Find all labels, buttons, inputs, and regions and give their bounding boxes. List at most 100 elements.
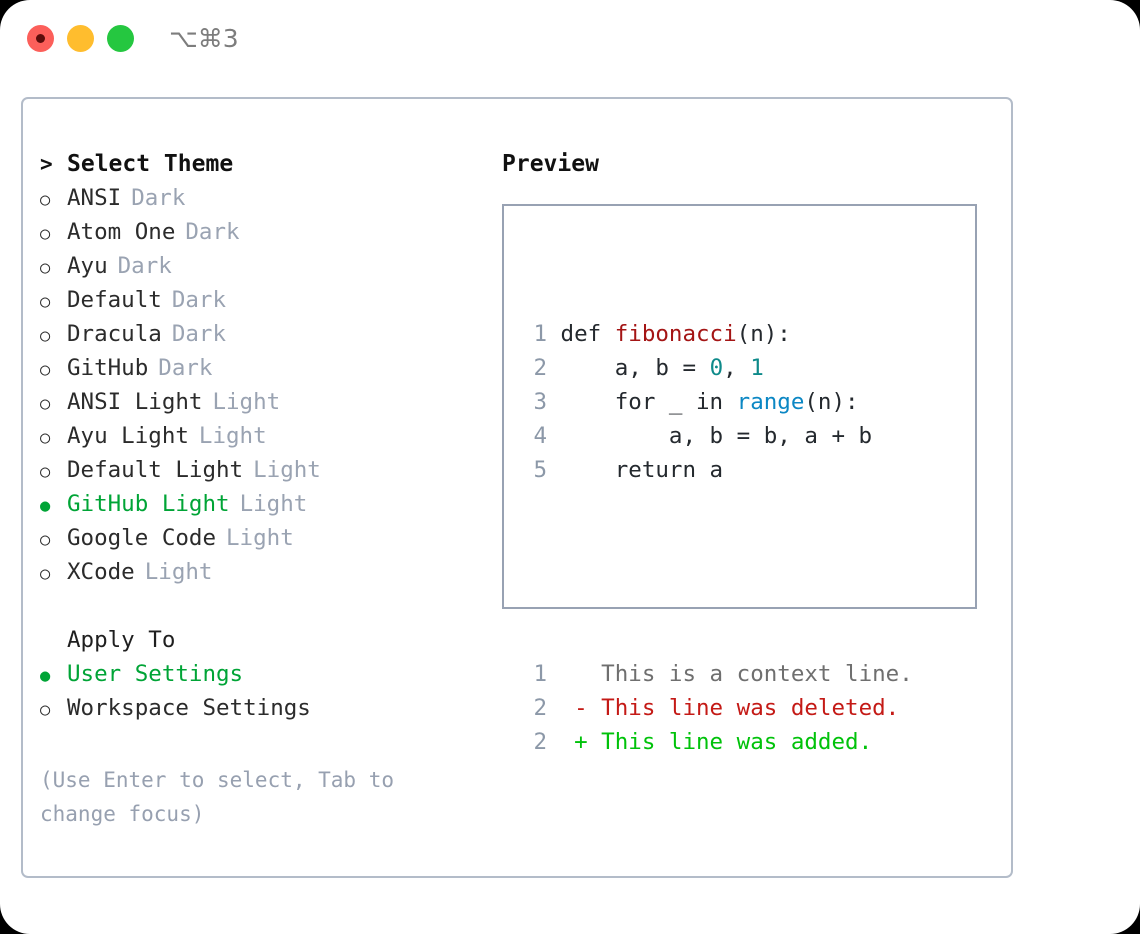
theme-item-tag: Dark [171, 287, 227, 313]
code-gutter-space [547, 355, 561, 381]
main-panel: >Select Theme ANSIDarkAtom OneDarkAyuDar… [21, 97, 1013, 878]
theme-list-item[interactable]: Google Code Light [40, 521, 480, 555]
radio-unselected-icon[interactable] [40, 317, 67, 353]
theme-list-item[interactable]: GitHub Light Light [40, 487, 480, 521]
line-number: 1 [533, 661, 547, 687]
apply-to-title: Apply To [67, 627, 176, 653]
theme-item-tag: Dark [117, 253, 172, 279]
code-diff-gap [521, 555, 913, 589]
diff-text: This is a context line. [587, 661, 913, 687]
theme-list-item[interactable]: Dracula Dark [40, 317, 480, 351]
theme-item-label: Dracula [67, 321, 162, 347]
code-token: (n): [736, 321, 791, 347]
theme-item-tag: Light [198, 423, 267, 449]
code-gutter-space [547, 389, 561, 415]
theme-item-tag: Dark [131, 185, 186, 211]
theme-item-tag: Light [239, 491, 308, 517]
theme-item-label: Ayu Light [67, 423, 189, 449]
theme-list-header: > Select Theme [40, 147, 480, 181]
theme-item-label: XCode [67, 559, 135, 585]
diff-block: 1 This is a context line.2 - This line w… [521, 657, 913, 759]
line-number: 2 [533, 355, 547, 381]
code-token: a, b = [560, 355, 710, 381]
radio-unselected-icon[interactable] [40, 181, 67, 217]
code-token: a, b = b, a + b [560, 423, 873, 449]
theme-list-item[interactable]: Ayu Light Light [40, 419, 480, 453]
radio-unselected-icon[interactable] [40, 691, 67, 727]
theme-item-label: GitHub [67, 355, 149, 381]
code-line: 4 a, b = b, a + b [521, 419, 913, 453]
radio-unselected-icon[interactable] [40, 283, 67, 319]
code-token: fibonacci [614, 321, 737, 347]
radio-unselected-icon[interactable] [40, 351, 67, 387]
diff-sign: + [574, 729, 588, 755]
theme-item-tag: Dark [158, 355, 213, 381]
radio-unselected-icon[interactable] [40, 215, 67, 251]
line-number: 1 [533, 321, 547, 347]
code-token: , [723, 355, 751, 381]
theme-item-label: Ayu [67, 253, 108, 279]
code-token: 0 [709, 355, 724, 381]
radio-unselected-icon[interactable] [40, 453, 67, 489]
minimize-button[interactable] [67, 25, 94, 52]
caret-icon: > [40, 152, 53, 176]
preview-pane: Preview 1 def fibonacci(n):2 a, b = 0, 1… [502, 147, 992, 755]
code-gutter-space [547, 423, 561, 449]
preview-title: Preview [502, 151, 599, 177]
theme-list-item[interactable]: Default Light Light [40, 453, 480, 487]
code-token: for _ in [560, 389, 737, 415]
theme-item-label: Atom One [67, 219, 176, 245]
radio-unselected-icon[interactable] [40, 249, 67, 285]
diff-gutter-space [547, 729, 574, 755]
radio-unselected-icon[interactable] [40, 419, 67, 455]
code-token: (n): [804, 389, 859, 415]
code-line: 2 a, b = 0, 1 [521, 351, 913, 385]
theme-selection-pane: >Select Theme ANSIDarkAtom OneDarkAyuDar… [40, 147, 480, 725]
code-gutter-space [547, 457, 561, 483]
theme-item-tag: Light [253, 457, 321, 483]
code-token: return a [560, 457, 724, 483]
theme-list-item[interactable]: Atom One Dark [40, 215, 480, 249]
diff-line: 2 + This line was added. [521, 725, 913, 759]
theme-item-tag: Dark [171, 321, 227, 347]
radio-selected-icon[interactable] [40, 487, 67, 523]
code-gutter-space [547, 321, 561, 347]
diff-text: This line was added. [587, 729, 873, 755]
theme-item-tag: Light [226, 525, 294, 551]
maximize-button[interactable] [107, 25, 134, 52]
theme-list-header-label: Select Theme [67, 151, 234, 177]
theme-list-item[interactable]: XCode Light [40, 555, 480, 589]
diff-line: 1 This is a context line. [521, 657, 913, 691]
theme-list-item[interactable]: GitHub Dark [40, 351, 480, 385]
theme-item-tag: Dark [185, 219, 240, 245]
close-button[interactable] [27, 25, 54, 52]
radio-unselected-icon[interactable] [40, 521, 67, 557]
line-number: 4 [533, 423, 547, 449]
theme-list-item[interactable]: Ayu Dark [40, 249, 480, 283]
title-bar: ⌥⌘3 [0, 0, 1140, 78]
diff-gutter-space [547, 695, 574, 721]
radio-selected-icon[interactable] [40, 657, 67, 693]
radio-unselected-icon[interactable] [40, 555, 67, 591]
hint-text: (Use Enter to select, Tab to change focu… [40, 768, 395, 826]
theme-item-tag: Light [144, 559, 213, 585]
apply-to-item[interactable]: Workspace Settings [40, 691, 480, 725]
theme-item-label: Google Code [67, 525, 217, 551]
diff-gutter-space [547, 661, 574, 687]
window-controls [27, 25, 134, 52]
diff-sign [574, 661, 588, 687]
line-number: 2 [533, 729, 547, 755]
theme-item-label: Default Light [67, 457, 244, 483]
radio-unselected-icon[interactable] [40, 385, 67, 421]
apply-to-item[interactable]: User Settings [40, 657, 480, 691]
apply-to-item-label: Workspace Settings [67, 695, 311, 721]
line-number: 3 [533, 389, 547, 415]
apply-to-list: User SettingsWorkspace Settings [40, 657, 480, 725]
theme-item-label: GitHub Light [67, 491, 230, 517]
